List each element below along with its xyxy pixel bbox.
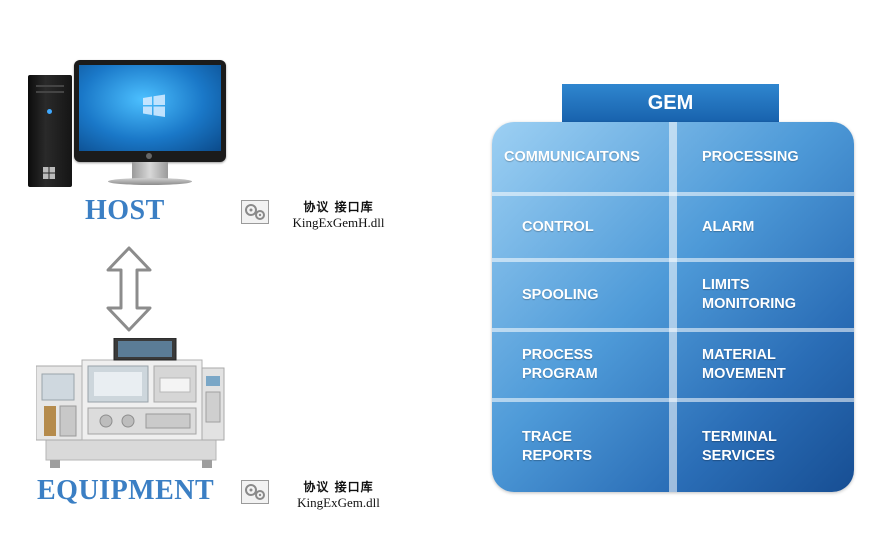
gem-cell-processing: PROCESSING	[702, 148, 799, 165]
dll-library-icon	[241, 200, 269, 224]
equipment-library-title: 协议 接口库	[303, 480, 374, 494]
gem-column-divider	[669, 122, 677, 492]
bidirectional-arrow-icon	[106, 246, 152, 332]
gem-cell-alarm: ALARM	[702, 218, 755, 235]
monitor-stand	[132, 162, 168, 180]
equipment-library-filename: KingExGem.dll	[297, 495, 380, 510]
host-tower-icon	[28, 75, 72, 187]
gem-row-divider	[492, 328, 854, 332]
gem-row-divider	[492, 258, 854, 262]
monitor-stand-foot	[108, 178, 192, 185]
gem-row-divider	[492, 192, 854, 196]
gem-cell-communications: COMMUNICAITONS	[504, 148, 640, 165]
equipment-library-text: 协议 接口库 KingExGem.dll	[276, 479, 401, 511]
host-library-title: 协议 接口库	[303, 200, 374, 214]
host-library-filename: KingExGemH.dll	[292, 215, 385, 230]
host-library-text: 协议 接口库 KingExGemH.dll	[276, 199, 401, 231]
host-label: HOST	[85, 195, 165, 226]
gem-cell-control: CONTROL	[522, 218, 594, 235]
equipment-label: EQUIPMENT	[37, 475, 215, 506]
gem-header: GEM	[562, 84, 779, 122]
equipment-machine-icon	[36, 338, 225, 468]
gem-row-divider	[492, 398, 854, 402]
dll-library-icon	[241, 480, 269, 504]
host-monitor-icon	[74, 60, 226, 162]
gem-cell-spooling: SPOOLING	[522, 286, 599, 303]
windows-logo-icon	[143, 94, 165, 117]
